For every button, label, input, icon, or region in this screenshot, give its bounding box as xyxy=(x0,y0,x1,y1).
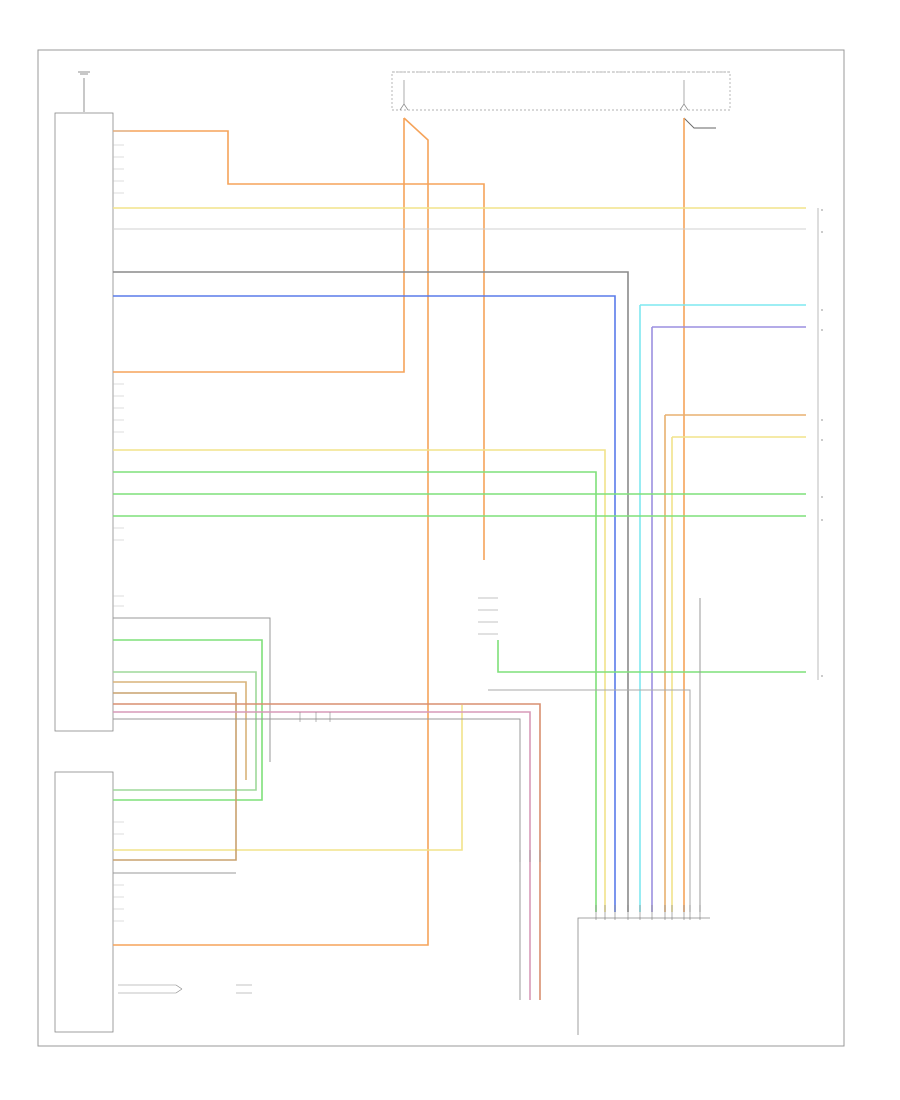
wire-end-markers xyxy=(821,209,823,677)
wire-green-group xyxy=(113,471,806,912)
wire-yellow-group xyxy=(113,207,806,912)
wire-orange-group xyxy=(113,117,806,946)
wire-right-misc xyxy=(488,208,819,912)
fuse-panel-left xyxy=(391,71,731,129)
mid-splice-marks xyxy=(118,597,541,994)
antenna-symbol xyxy=(78,71,90,112)
wire-lower-harness xyxy=(113,681,541,1000)
radio-module-box xyxy=(54,112,114,732)
radio-pin-ticks xyxy=(113,130,130,922)
satellite-receiver-box xyxy=(54,771,114,1033)
bottom-connector xyxy=(577,905,710,1035)
wire-gray-group xyxy=(113,228,806,912)
wire-blue-group xyxy=(113,295,806,912)
diagram-frame xyxy=(37,49,845,1047)
